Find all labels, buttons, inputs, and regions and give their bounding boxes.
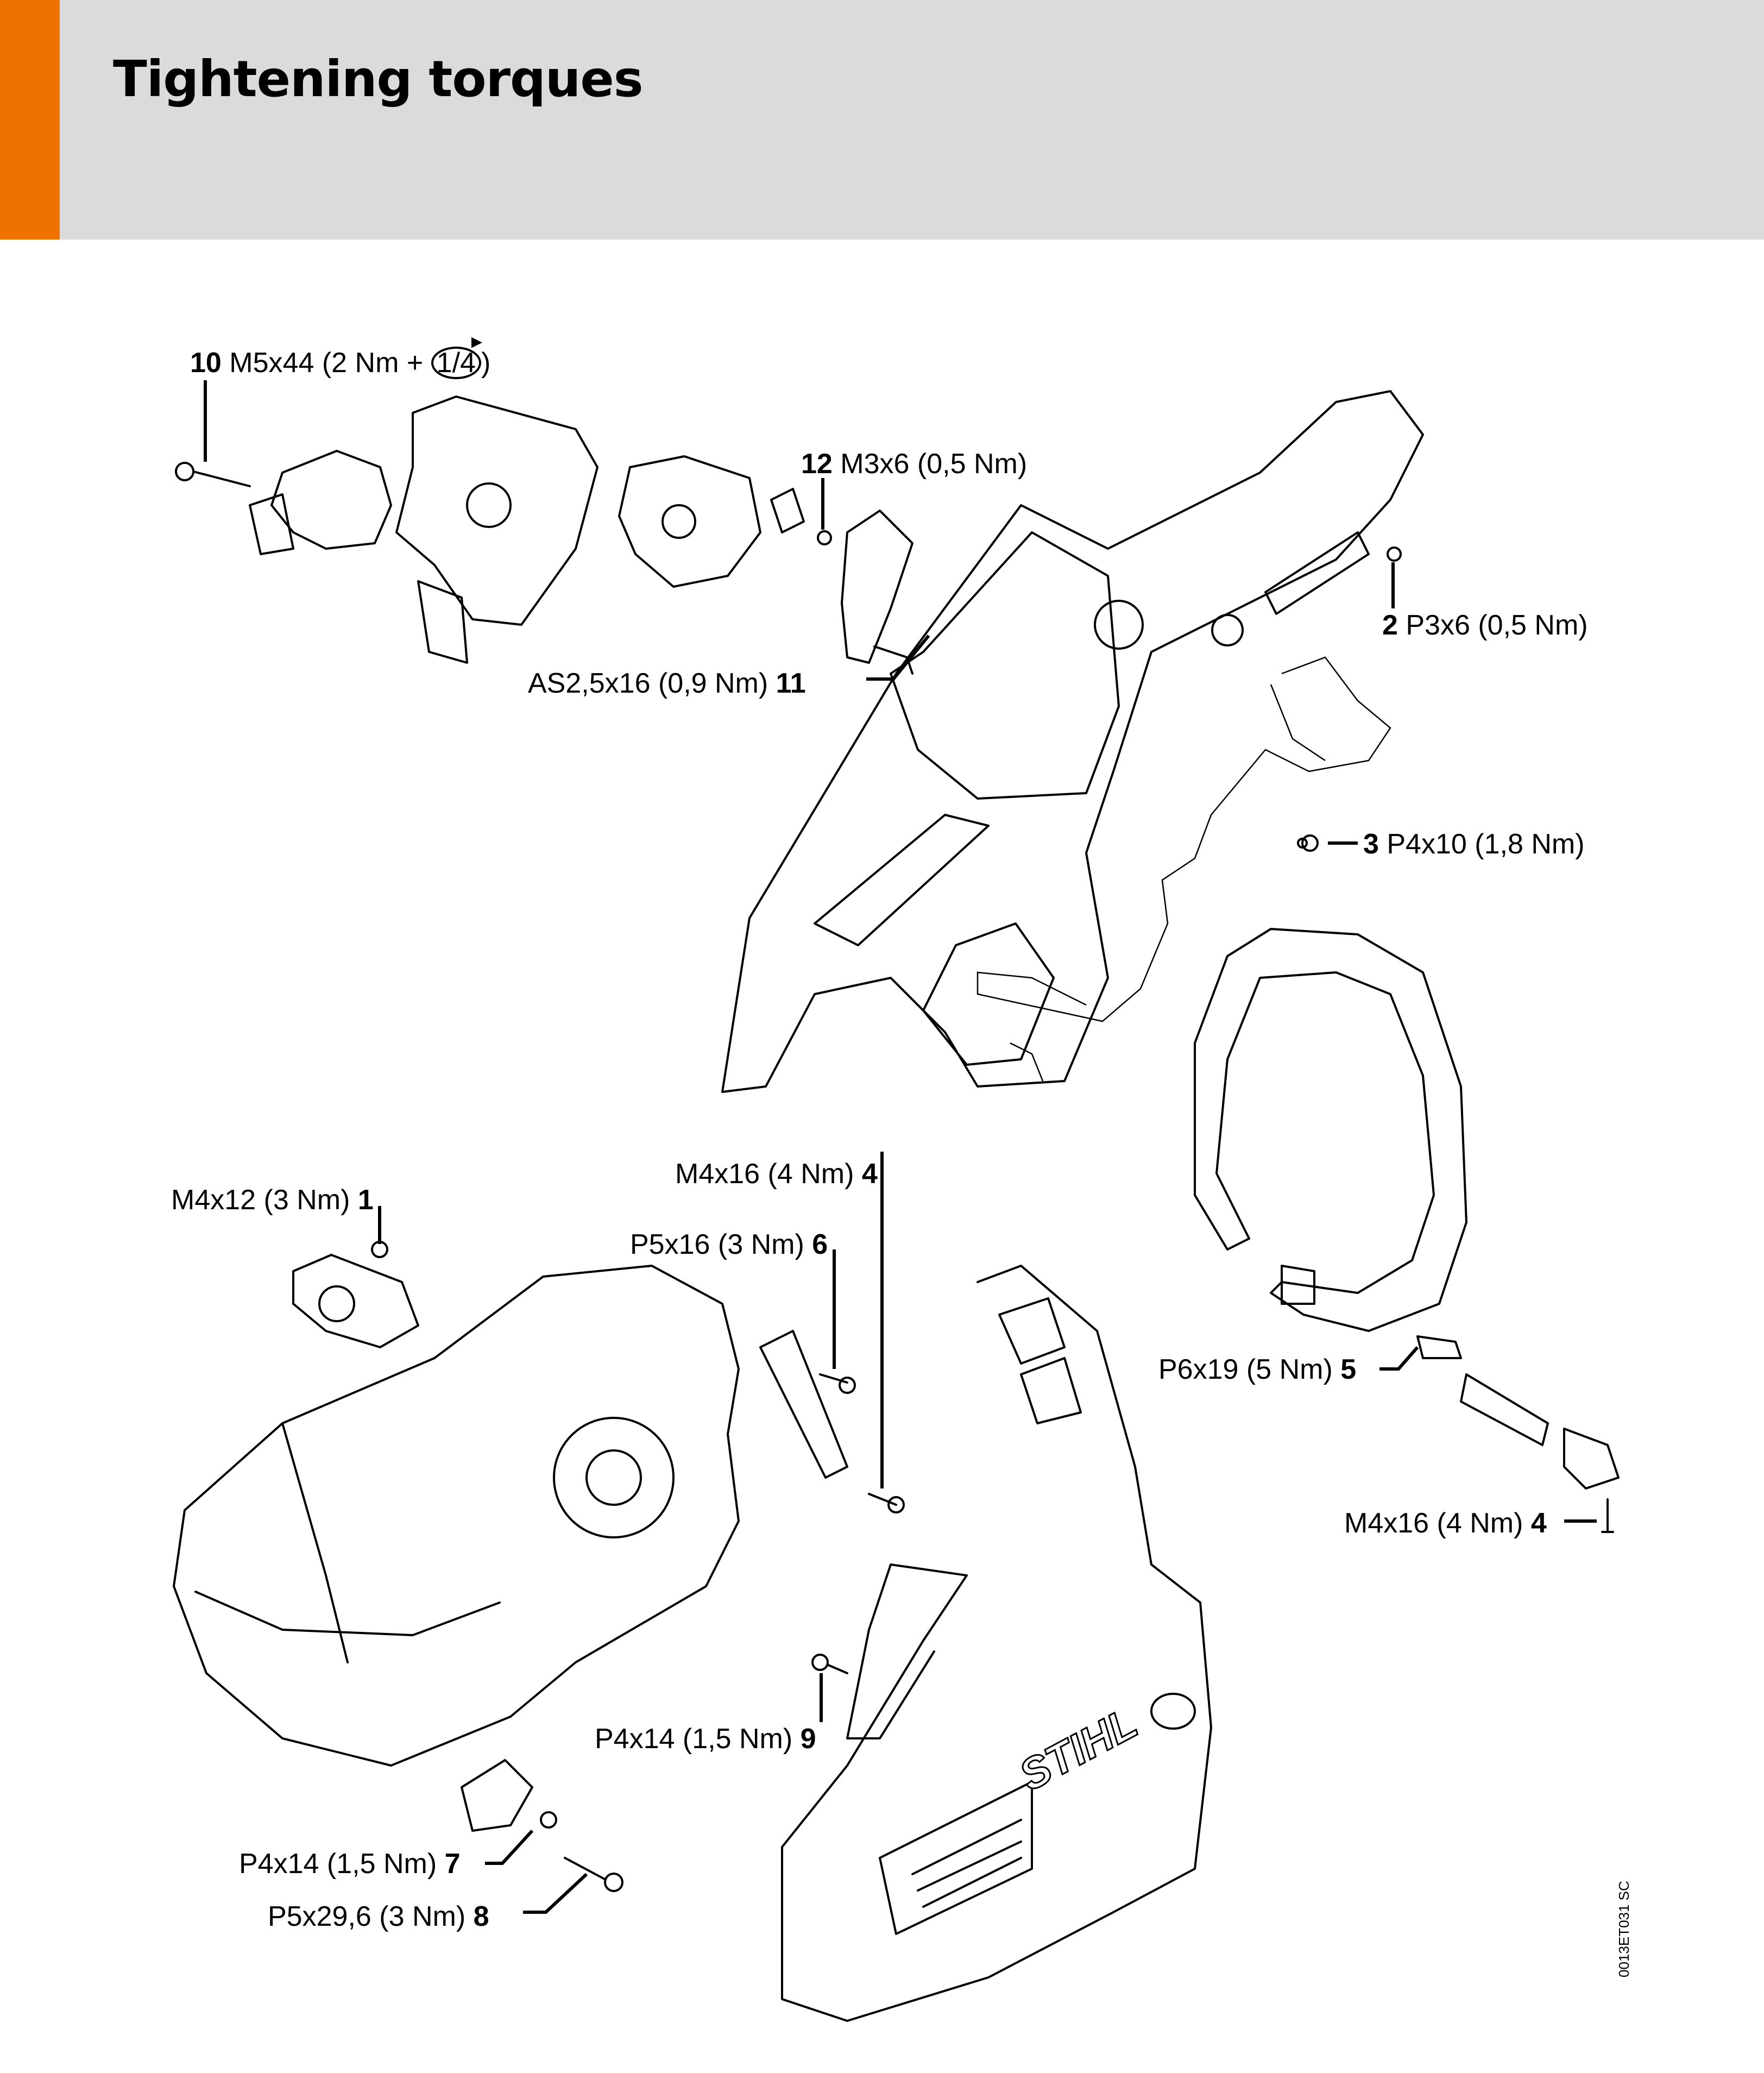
callout-screw: M4x12 — [171, 1184, 256, 1216]
callout-torque: (0,5 Nm) — [1478, 610, 1588, 641]
callout-screw: P5x29,6 — [268, 1901, 371, 1932]
callout-6: P5x16 (3 Nm) 6 — [630, 1230, 828, 1259]
callout-number: 5 — [1340, 1354, 1357, 1385]
rear-handle-housing — [721, 390, 1424, 1093]
callout-screw: P4x14 — [239, 1848, 319, 1880]
callout-2: 2 P3x6 (0,5 Nm) — [1382, 611, 1588, 639]
filter-base-assembly — [249, 395, 598, 664]
callout-screw: M3x6 — [840, 448, 910, 480]
callout-number: 9 — [800, 1723, 816, 1755]
screw-2-drawing — [1387, 546, 1402, 608]
rotation-fraction: 1/4 — [436, 347, 476, 379]
callout-screw: P6x19 — [1158, 1354, 1239, 1385]
callout-torque: (3 Nm) — [263, 1184, 350, 1216]
figure-code: 0013ET031 SC — [1616, 1881, 1632, 1977]
callout-screw: M4x16 — [1344, 1507, 1429, 1539]
screw-7-8-drawing — [461, 1759, 623, 1914]
callout-torque: (4 Nm) — [1437, 1507, 1523, 1539]
annular-buffer — [1379, 1335, 1620, 1533]
callout-number: 3 — [1363, 828, 1379, 860]
callout-number: 6 — [812, 1229, 828, 1260]
rotation-arrow-icon: 1/4 ▸ — [431, 330, 482, 379]
callout-screw: P4x10 — [1387, 828, 1467, 860]
callout-screw: P3x6 — [1406, 610, 1470, 641]
callout-screw: M4x16 — [675, 1158, 760, 1190]
callout-screw: M5x44 — [229, 347, 314, 379]
callout-torque: (5 Nm) — [1246, 1354, 1333, 1385]
callout-screw: P5x16 — [630, 1229, 710, 1260]
wiring-harness — [976, 656, 1391, 1082]
callout-9: P4x14 (1,5 Nm) 9 — [595, 1725, 816, 1753]
callout-number: 12 — [801, 448, 833, 480]
callout-torque: (4 Nm) — [767, 1158, 854, 1190]
callout-number: 10 — [190, 347, 222, 379]
screw-9-drawing — [811, 1654, 848, 1722]
callout-12: 12 M3x6 (0,5 Nm) — [801, 450, 1027, 478]
callout-number: 2 — [1382, 610, 1398, 641]
callout-5: P6x19 (5 Nm) 5 — [1158, 1355, 1356, 1384]
screw-3-drawing — [1297, 834, 1358, 852]
screw-6-4-drawing — [759, 1152, 905, 1513]
page-title: Tightening torques — [113, 50, 643, 108]
callout-torque: (3 Nm) — [379, 1901, 466, 1932]
callout-torque: (1,5 Nm) — [682, 1723, 793, 1755]
ignition-module — [817, 478, 930, 681]
callout-torque: (0,5 Nm) — [917, 448, 1028, 480]
callout-11: AS2,5x16 (0,9 Nm) 11 — [528, 669, 806, 698]
callout-number: 4 — [861, 1158, 878, 1190]
front-handlebar — [1194, 928, 1467, 1332]
callout-7: P4x14 (1,5 Nm) 7 — [239, 1850, 461, 1878]
sprocket-cover — [781, 1265, 1212, 2022]
callout-torque: (1,5 Nm) — [326, 1848, 437, 1880]
callout-close-paren: ) — [481, 347, 491, 379]
callout-torque: (1,8 Nm) — [1475, 828, 1585, 860]
callout-torque: (2 Nm + — [322, 347, 431, 379]
callout-10: 10 M5x44 (2 Nm + 1/4 ▸ ) — [190, 330, 491, 379]
callout-3: 3 P4x10 (1,8 Nm) — [1363, 830, 1585, 858]
engine-housing — [173, 1206, 740, 1767]
callout-number: 8 — [473, 1901, 489, 1932]
callout-number: 1 — [357, 1184, 374, 1216]
callout-torque: (3 Nm) — [717, 1229, 804, 1260]
callout-number: 4 — [1530, 1507, 1547, 1539]
callout-torque: (0,9 Nm) — [658, 668, 768, 699]
callout-screw: AS2,5x16 — [528, 668, 651, 699]
callout-number: 11 — [776, 668, 806, 699]
callout-4-lower: M4x16 (4 Nm) 4 — [1344, 1509, 1547, 1537]
callout-8: P5x29,6 (3 Nm) 8 — [268, 1902, 489, 1931]
callout-screw: P4x14 — [595, 1723, 675, 1755]
callout-1: M4x12 (3 Nm) 1 — [171, 1186, 374, 1214]
accent-bar — [0, 0, 60, 240]
callout-4-upper: M4x16 (4 Nm) 4 — [675, 1160, 878, 1188]
carburetor — [618, 455, 805, 588]
callout-number: 7 — [444, 1848, 461, 1880]
screw-10-drawing — [175, 380, 251, 487]
page-header: Tightening torques — [0, 0, 1764, 240]
